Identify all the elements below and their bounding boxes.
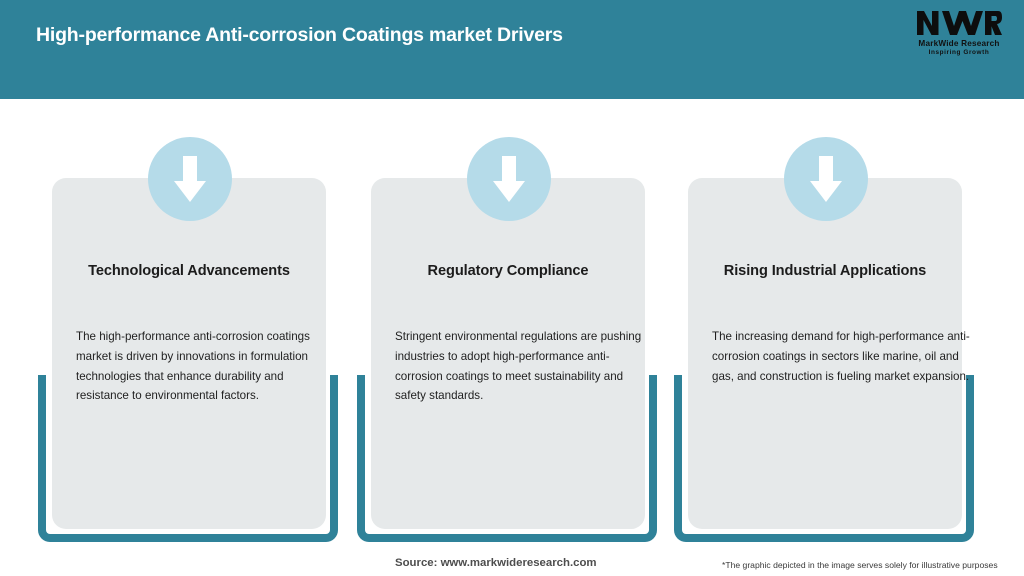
card-panel <box>688 178 962 529</box>
brand-logo: MarkWide Research Inspiring Growth <box>910 8 1008 64</box>
card-teal-frame <box>674 375 974 542</box>
source-attribution: Source: www.markwideresearch.com <box>395 557 597 569</box>
down-arrow-icon <box>784 137 868 221</box>
card-heading: Regulatory Compliance <box>427 263 589 279</box>
logo-tagline: Inspiring Growth <box>928 49 990 56</box>
card-teal-frame <box>357 375 657 542</box>
drivers-card-group: Technological Advancements The high-perf… <box>0 99 1024 542</box>
logo-company-name: MarkWide Research <box>918 39 1000 48</box>
down-arrow-icon <box>148 137 232 221</box>
driver-card: Regulatory Compliance Stringent environm… <box>355 99 663 542</box>
card-body-text: The high-performance anti-corrosion coat… <box>76 330 310 403</box>
page-header: High-performance Anti-corrosion Coatings… <box>0 0 1024 99</box>
down-arrow-icon <box>467 137 551 221</box>
driver-card: Rising Industrial Applications The incre… <box>672 99 980 542</box>
card-heading: Rising Industrial Applications <box>723 263 927 279</box>
disclaimer-note: *The graphic depicted in the image serve… <box>722 560 998 570</box>
card-teal-frame <box>38 375 338 542</box>
card-heading: Technological Advancements <box>88 263 290 279</box>
card-panel <box>371 178 645 529</box>
mwr-monogram-icon <box>917 11 1002 35</box>
page-title: High-performance Anti-corrosion Coatings… <box>36 24 563 46</box>
card-panel <box>52 178 326 529</box>
driver-card: Technological Advancements The high-perf… <box>36 99 344 542</box>
card-body-text: Stringent environmental regulations are … <box>395 330 642 403</box>
card-body-text: The increasing demand for high-performan… <box>712 330 970 383</box>
